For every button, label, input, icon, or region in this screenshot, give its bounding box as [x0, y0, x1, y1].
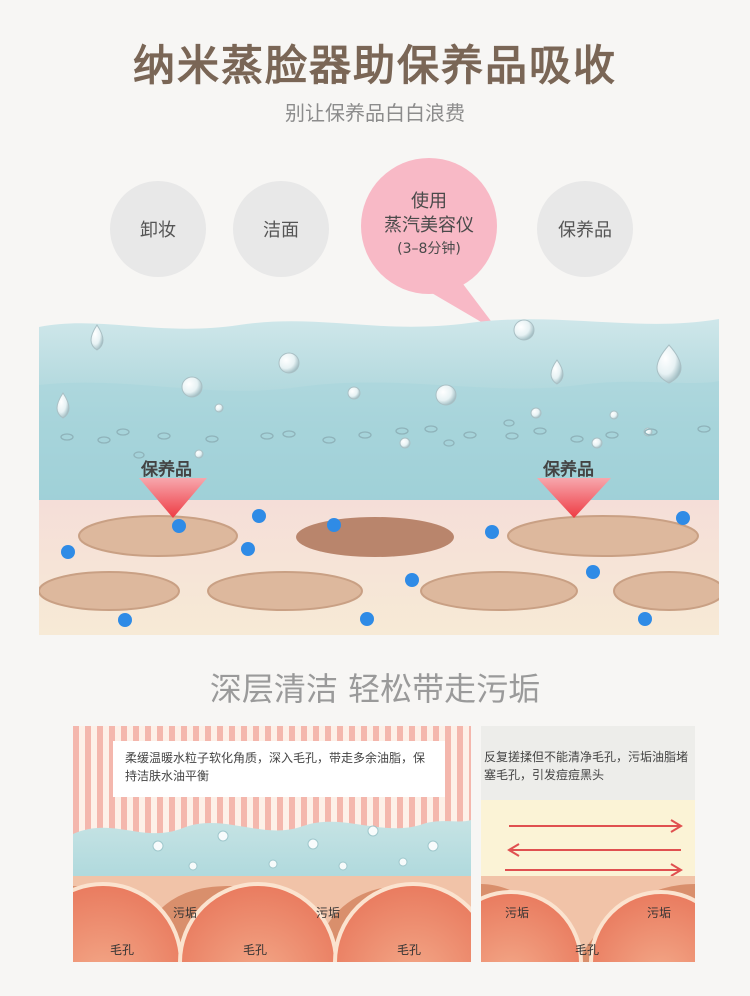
steam-absorption-illustration: [39, 319, 719, 635]
step-skincare: 保养品: [537, 181, 633, 277]
step-label: 使用: [411, 191, 447, 212]
steam-step-bubble: [361, 158, 500, 333]
product-label-left: 保养品: [141, 460, 192, 480]
step-steam: 使用 蒸汽美容仪 (3–8分钟): [361, 190, 497, 260]
dirt-label: 污垢: [173, 906, 198, 920]
page-title: 纳米蒸脸器助保养品吸收: [132, 41, 617, 90]
steam-cleansing-illustration: [73, 726, 471, 962]
page-subtitle: 别让保养品白白浪费: [285, 101, 465, 125]
step-label: 保养品: [558, 220, 612, 241]
dirt-label: 污垢: [647, 906, 672, 920]
step-label: 洁面: [263, 220, 299, 241]
step-cleanse: 洁面: [233, 181, 329, 277]
pore-label: 毛孔: [110, 943, 135, 957]
dirt-label: 污垢: [505, 906, 530, 920]
pore-label: 毛孔: [243, 943, 268, 957]
step-label: 蒸汽美容仪: [384, 215, 474, 236]
dirt-label: 污垢: [316, 906, 341, 920]
section-title: 深层清洁 轻松带走污垢: [209, 670, 541, 708]
steam-description: 柔缓温暖水粒子软化角质，深入毛孔，带走多余油脂，保持洁肤水油平衡: [113, 741, 445, 797]
step-remove-makeup: 卸妆: [110, 181, 206, 277]
product-label-right: 保养品: [543, 460, 594, 480]
step-label: 卸妆: [140, 220, 176, 241]
rubbing-illustration: [481, 726, 695, 962]
rubbing-description: 反复搓揉但不能清净毛孔，污垢油脂堵塞毛孔，引发痘痘黑头: [484, 750, 689, 782]
pore-label: 毛孔: [397, 943, 422, 957]
step-duration: (3–8分钟): [397, 241, 461, 257]
pore-label: 毛孔: [575, 943, 600, 957]
